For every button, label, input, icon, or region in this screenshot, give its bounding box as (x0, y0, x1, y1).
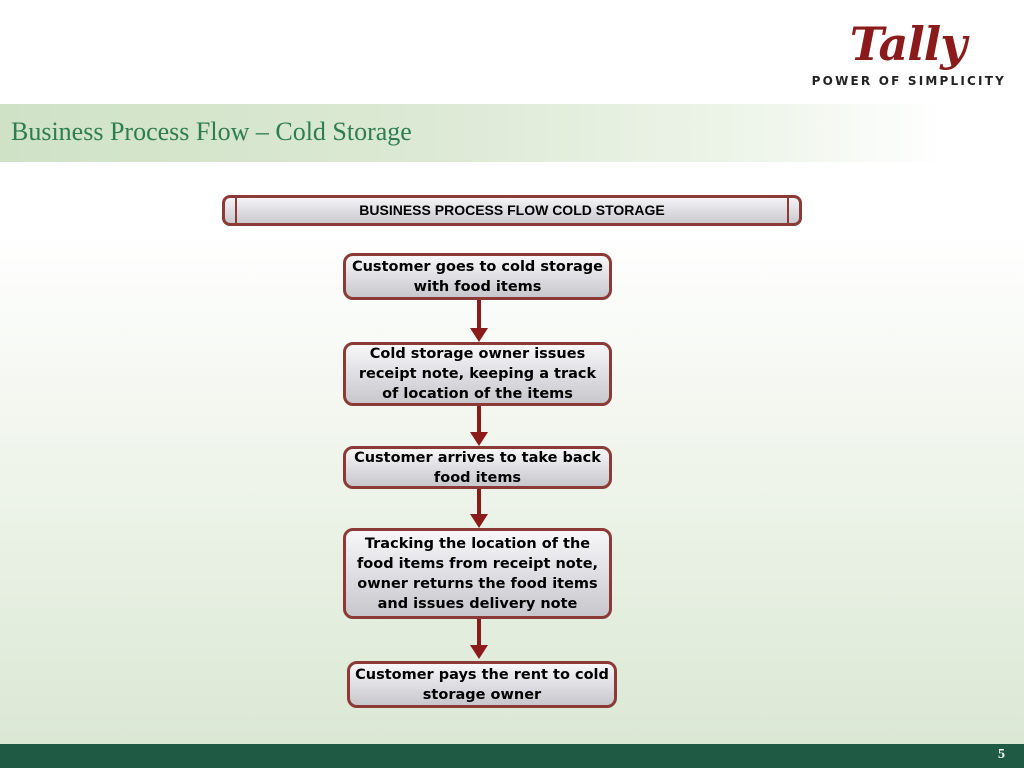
logo-tagline: POWER OF SIMPLICITY (811, 74, 1006, 88)
logo-wordmark: Tally (849, 17, 967, 71)
diagram-heading: BUSINESS PROCESS FLOW COLD STORAGE (359, 202, 665, 218)
page-number: 5 (998, 747, 1005, 762)
tally-logo: Tally POWER OF SIMPLICITY (812, 14, 1006, 94)
flow-arrow-4 (470, 619, 488, 659)
flow-arrow-1 (470, 300, 488, 342)
flow-arrow-2 (470, 406, 488, 446)
flow-step-4: Tracking the location of the food items … (343, 528, 612, 619)
slide-title: Business Process Flow – Cold Storage (11, 117, 412, 146)
flow-step-3: Customer arrives to take back food items (343, 446, 612, 489)
title-band (0, 104, 945, 162)
diagram-heading-box: BUSINESS PROCESS FLOW COLD STORAGE (222, 195, 802, 226)
flow-arrow-3 (470, 489, 488, 528)
flow-step-2: Cold storage owner issues receipt note, … (343, 342, 612, 406)
footer-bar: 5 (0, 744, 1024, 768)
flow-step-5: Customer pays the rent to cold storage o… (347, 661, 617, 708)
flow-step-1: Customer goes to cold storage with food … (343, 253, 612, 300)
